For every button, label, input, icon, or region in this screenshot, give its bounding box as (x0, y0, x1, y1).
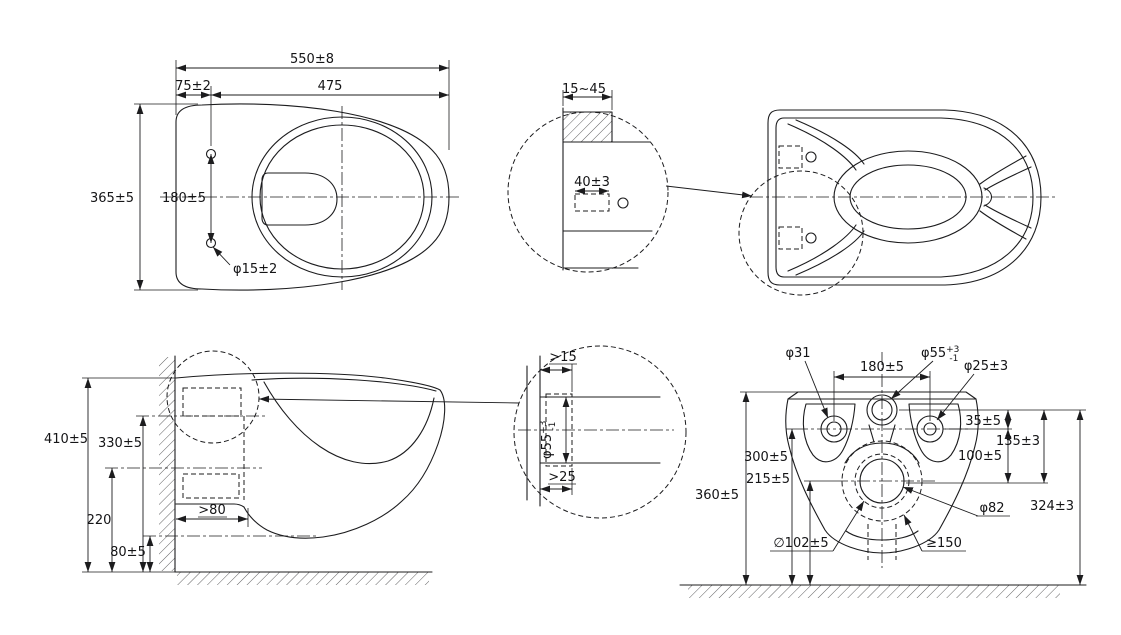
fixing-slot-hidden (574, 193, 610, 212)
flush-opening (261, 172, 338, 226)
min-dim-underlines (548, 363, 577, 485)
right-wing-boss (908, 403, 962, 463)
fixing-pocket-bottom (778, 226, 803, 250)
top-view: 550±8 75±2 475 365±5 180±5 φ15±2 (90, 52, 460, 291)
rear-view-centerlines (795, 352, 969, 568)
dim-slot-width-label: 40±3 (574, 175, 610, 190)
dim-depth-label: 365±5 (90, 191, 134, 206)
wall-section-lines (562, 107, 653, 271)
seat-inner-ellipse (259, 124, 425, 270)
dim-min-wall-top-label: >15 (549, 350, 576, 365)
dim-min-wall-bottom-label: >25 (548, 470, 575, 485)
bottom-inner-outline (775, 117, 1034, 278)
wall-section-lines (526, 355, 541, 507)
right-fixing-hole-inner (923, 422, 937, 436)
toilet-profile (175, 372, 446, 539)
dim-clearance-dia-label: ≥150 (926, 536, 962, 551)
dim-total-height-label: 360±5 (695, 488, 739, 503)
detail-reference-arrow (258, 395, 520, 404)
fixing-hole-bottom (805, 232, 817, 244)
dim-min-depth-label: >80 (198, 503, 225, 518)
rear-view: φ31 180±5 φ55+3-1 φ25±3 35±5 135±3 100±5… (679, 345, 1087, 598)
leader-line (804, 360, 829, 419)
detail-target-circle (738, 170, 864, 296)
detail-target-circle (166, 350, 260, 444)
bottom-view (738, 109, 1055, 296)
side-view-centerlines (105, 415, 318, 537)
dim-drain-height-label: 215±5 (746, 472, 790, 487)
dim-hole-offset-label: 75±2 (175, 79, 211, 94)
dim-hole-spacing-label: 180±5 (162, 191, 206, 206)
reinforcement-ribs (787, 119, 1032, 276)
inlet-hole-outer (866, 394, 898, 426)
dim-hole-diameter-label: φ15±2 (233, 262, 277, 277)
detail-view-side: >15 φ55+3-1 >25 (513, 345, 687, 519)
dim-thickness-range-label: 15~45 (562, 82, 606, 97)
dim-inlet-to-holes-label: 35±5 (965, 414, 1001, 429)
dim-holes-height-label: 300±5 (744, 450, 788, 465)
inlet-diameter-label: φ55+3-1 (921, 345, 959, 364)
dim-inner-width-label: 475 (318, 79, 343, 94)
leader-line (936, 373, 975, 421)
wall-hole-hidden (545, 393, 573, 467)
dim-drain-outer-dia-label: ∅102±5 (773, 536, 828, 551)
drain-circle (859, 458, 905, 504)
dim-outlet-height-label: 220 (87, 513, 112, 528)
inlet-hole-inner (871, 399, 893, 421)
dim-inlet-to-drain-label: 135±3 (996, 434, 1040, 449)
detail-boundary-circle (513, 345, 687, 519)
sump-outer-ellipse (833, 150, 983, 244)
detail-view-top: 15~45 40±3 (507, 82, 753, 273)
bottom-outer-outline (767, 109, 1042, 286)
side-view: 410±5 330±5 220 80±5 >80 (44, 350, 520, 585)
dim-inlet-height-label: 330±5 (98, 436, 142, 451)
detail-reference-arrow (665, 185, 753, 199)
fixing-pocket-top (778, 145, 803, 169)
leader-line (212, 246, 231, 266)
outlet-hidden-outline (182, 473, 240, 499)
fixing-hole (617, 197, 629, 209)
label-underlines (770, 515, 1010, 552)
extension-lines (82, 377, 249, 573)
floor-hatch (177, 572, 429, 585)
wall-hatch (563, 112, 612, 142)
leader-line (902, 486, 979, 517)
sump-inner-ellipse (849, 164, 967, 230)
wall-hatch (159, 357, 175, 571)
dim-bottom-clearance-label: 80±5 (110, 545, 146, 560)
bowl-interior-line (263, 381, 435, 465)
bowl-outer-outline (175, 103, 450, 291)
dim-left-hole-label: φ31 (785, 346, 810, 361)
dim-holes-to-drain-label: 100±5 (958, 449, 1002, 464)
dim-total-width-label: 550±8 (290, 52, 334, 67)
extension-lines (134, 60, 450, 291)
seat-outer-ellipse (251, 116, 433, 278)
dim-drain-dia-label: φ82 (979, 501, 1004, 516)
drain-outer-circle-hidden (854, 453, 910, 509)
leader-line (903, 514, 923, 552)
clearance-circle-hidden (841, 440, 923, 522)
dim-right-hole-label: φ25±3 (964, 359, 1008, 374)
inlet-hidden-outline (182, 387, 242, 417)
leader-line (890, 360, 934, 400)
pipe-lines (539, 396, 661, 464)
dim-total-height-label: 410±5 (44, 432, 88, 447)
rim-inner-line (251, 377, 437, 392)
floor-hatch (688, 585, 1060, 598)
left-fixing-hole-inner (826, 421, 842, 437)
trap-hidden-lines (867, 524, 897, 560)
dim-hole-spacing-label: 180±5 (860, 360, 904, 375)
trap-hump-lines (844, 424, 920, 541)
dim-inlet-floor-height-label: 324±3 (1030, 499, 1074, 514)
fixing-hole-top (805, 151, 817, 163)
pipe-diameter-label: φ55+3-1 (539, 421, 558, 459)
left-wing-boss (802, 403, 856, 463)
leader-line (832, 500, 865, 552)
